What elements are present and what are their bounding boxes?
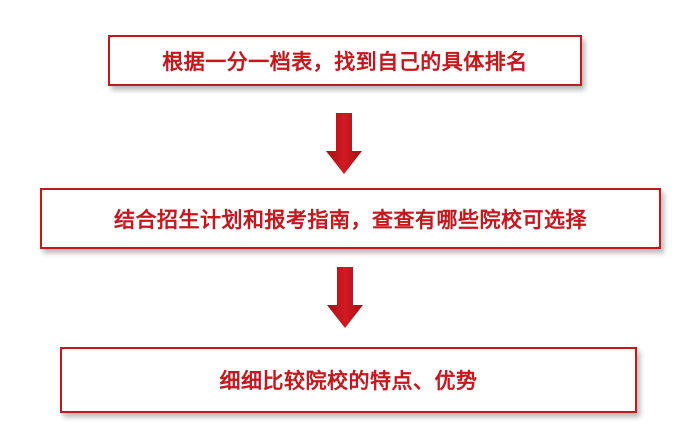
step-3-box: 细细比较院校的特点、优势 bbox=[60, 347, 637, 413]
step-3-text: 细细比较院校的特点、优势 bbox=[219, 369, 478, 393]
step-1-text: 根据一分一档表，找到自己的具体排名 bbox=[162, 49, 528, 74]
step-2-box: 结合招生计划和报考指南，查查有哪些院校可选择 bbox=[40, 188, 661, 249]
down-arrow-icon bbox=[327, 267, 363, 328]
down-arrow-icon bbox=[326, 113, 362, 174]
step-1-box: 根据一分一档表，找到自己的具体排名 bbox=[108, 35, 582, 86]
step-2-text: 结合招生计划和报考指南，查查有哪些院校可选择 bbox=[114, 207, 587, 232]
